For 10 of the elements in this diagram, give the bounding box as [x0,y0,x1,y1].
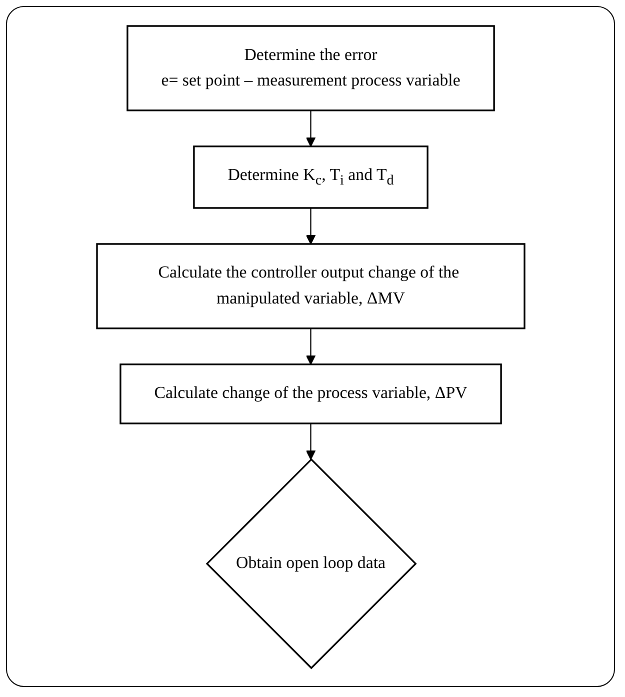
diagram-frame: Determine the error e= set point – measurement process variable Determine K$_{c}$, T$_{i}$ and T$_{d}$ Calculate the controller output change of the manipulated variable, ΔMV Calculate change of the process variable, ΔPV Obtain open loop data [6,6,615,687]
node-diamond [206,458,417,669]
arrow [306,422,316,460]
arrow [306,328,316,364]
node-box [192,145,428,208]
node-box [96,242,526,329]
arrow [306,207,316,244]
arrow [306,110,316,146]
node-box [126,24,495,111]
node-box [119,363,502,424]
